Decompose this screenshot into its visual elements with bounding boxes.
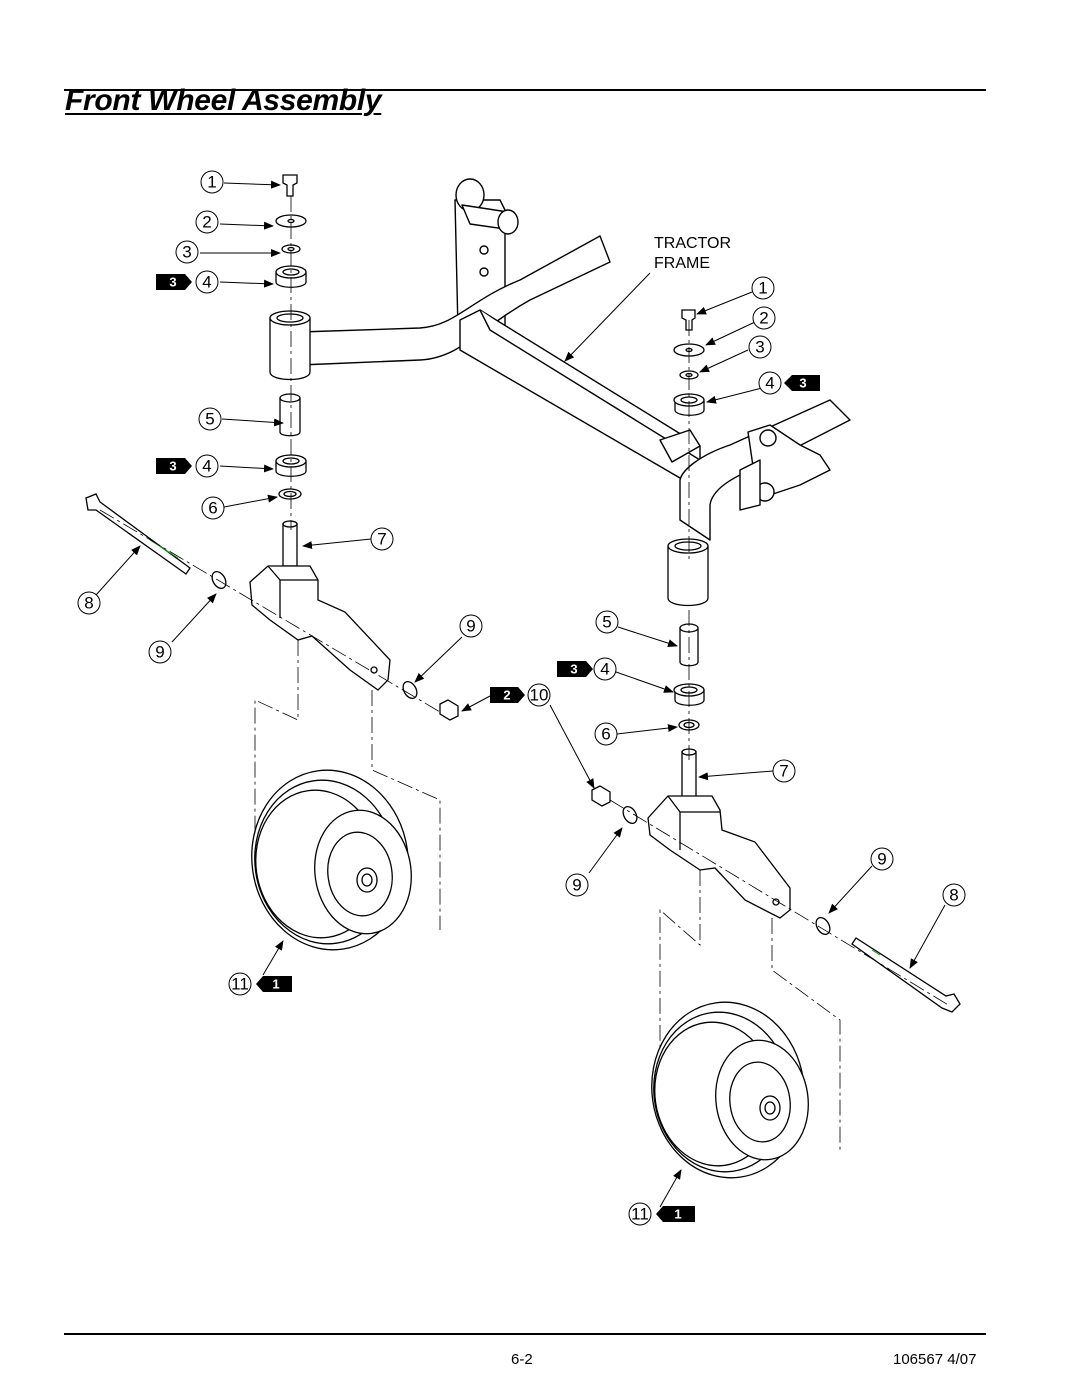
footer-rule	[64, 1333, 986, 1335]
right-callout-1: 1	[758, 279, 767, 298]
right-parts	[591, 309, 961, 1013]
right-callout-9-a: 9	[572, 876, 581, 895]
frame-label-line1: TRACTOR	[654, 235, 731, 252]
right-callout-11: 11	[631, 1205, 649, 1224]
left-callout-circles	[77, 170, 551, 996]
tag-left-bearing-bottom: 3	[169, 459, 176, 474]
left-callout-labels: 1 2 3 4 5 4 6 7 8 9 9 10 11	[84, 173, 548, 994]
right-note-tags: 3 3 1	[557, 375, 820, 1222]
right-wheel	[651, 1001, 809, 1179]
left-callout-7: 7	[377, 530, 386, 549]
page-title: Front Wheel Assembly	[65, 84, 382, 117]
tag-left-nut: 2	[503, 688, 510, 703]
left-callout-8: 8	[84, 594, 93, 613]
left-callout-3: 3	[182, 243, 191, 262]
front-wheel-exploded-diagram: TRACTOR FRAME	[77, 170, 966, 1226]
document-reference: 106567 4/07	[893, 1351, 977, 1368]
right-center-lines	[609, 320, 951, 1150]
left-callout-9-a: 9	[155, 643, 164, 662]
frame-label-line2: FRAME	[654, 255, 710, 272]
left-callout-10: 10	[530, 686, 549, 705]
right-callout-4-bottom: 4	[600, 660, 609, 679]
tag-right-bearing-bottom: 3	[570, 662, 577, 677]
left-callout-11: 11	[231, 975, 249, 994]
tag-right-bearing-top: 3	[799, 376, 806, 391]
left-note-tags: 3 3 2 1	[156, 274, 525, 992]
right-callout-2: 2	[759, 309, 768, 328]
right-callouts	[549, 291, 946, 1208]
page-number: 6-2	[511, 1351, 533, 1368]
left-callouts	[95, 180, 491, 976]
left-center-lines	[99, 196, 441, 930]
right-callout-7: 7	[779, 762, 788, 781]
left-callout-5: 5	[205, 410, 214, 429]
frame-leader	[564, 272, 651, 362]
left-callout-4-bottom: 4	[202, 457, 211, 476]
right-callout-9-b: 9	[877, 850, 886, 869]
right-callout-6: 6	[601, 725, 610, 744]
tag-left-wheel: 1	[272, 977, 279, 992]
right-callout-3: 3	[755, 338, 764, 357]
left-callout-4-top: 4	[202, 273, 211, 292]
left-callout-9-b: 9	[466, 617, 475, 636]
left-parts	[85, 174, 459, 721]
right-callout-4-top: 4	[765, 374, 774, 393]
tractor-frame	[299, 178, 851, 541]
tag-left-bearing-top: 3	[169, 275, 176, 290]
right-callout-labels: 1 2 3 4 5 4 6 7 9 9 8 11	[572, 279, 958, 1224]
left-callout-2: 2	[202, 213, 211, 232]
right-callout-circles	[565, 276, 966, 1226]
left-wheel	[251, 769, 412, 951]
right-callout-5: 5	[602, 613, 611, 632]
header-rule	[64, 89, 986, 91]
right-callout-8: 8	[949, 886, 958, 905]
tag-right-wheel: 1	[674, 1207, 681, 1222]
left-callout-1: 1	[207, 173, 216, 192]
left-callout-6: 6	[208, 499, 217, 518]
